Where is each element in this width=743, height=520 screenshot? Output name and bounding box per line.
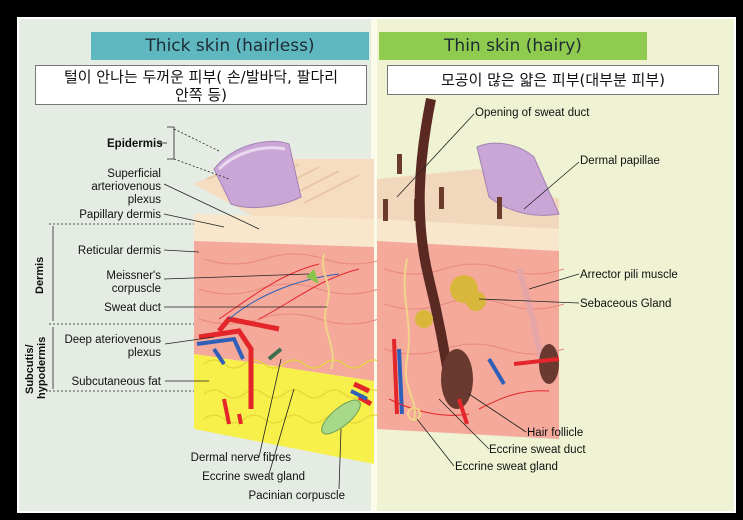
label-epidermis: Epidermis	[107, 138, 163, 150]
caption-thin-skin: 모공이 많은 얇은 피부(대부분 피부)	[387, 65, 719, 95]
skin-diagram: Epidermis Superficial arteriovenous plex…	[24, 98, 678, 502]
label-subcutis-2: hypodermis	[36, 337, 48, 399]
thin-skin-block	[377, 98, 565, 439]
label-deep-plexus-2: plexus	[128, 347, 161, 359]
label-sebaceous: Sebaceous Gland	[580, 298, 671, 310]
label-meissner-2: corpuscle	[112, 283, 161, 295]
label-superficial-2: arteriovenous	[91, 181, 161, 193]
label-eccrine-gland-right: Eccrine sweat gland	[455, 461, 558, 473]
label-superficial-1: Superficial	[107, 168, 161, 180]
thin-dermis	[377, 241, 559, 439]
label-opening-sweat-duct: Opening of sweat duct	[475, 107, 590, 119]
label-eccrine-gland-left: Eccrine sweat gland	[202, 471, 305, 483]
label-deep-plexus-1: Deep ateriovenous	[64, 334, 161, 346]
thick-epidermis-front	[194, 214, 374, 247]
label-dermis: Dermis	[34, 257, 46, 294]
meissner-corpuscle-shape	[306, 269, 319, 284]
label-reticular-dermis: Reticular dermis	[78, 245, 161, 257]
pacinian-corpuscle-shape	[321, 399, 361, 435]
label-papillary-dermis: Papillary dermis	[79, 209, 161, 221]
label-subcutaneous-fat: Subcutaneous fat	[71, 376, 161, 388]
figure-panel: Epidermis Superficial arteriovenous plex…	[17, 17, 736, 513]
label-subcutis-1: Subcutis/	[24, 344, 36, 394]
label-sweat-duct: Sweat duct	[104, 302, 162, 314]
caption-thick-skin: 털이 안나는 두꺼운 피부( 손/발바닥, 팔다리 안쪽 등)	[35, 65, 367, 105]
left-leader-lines	[49, 126, 342, 490]
label-meissner-1: Meissner's	[106, 270, 161, 282]
hair-follicle-shape	[441, 349, 473, 409]
caption-thick-line1: 털이 안나는 두꺼운 피부( 손/발바닥, 팔다리	[63, 68, 339, 86]
label-superficial-3: plexus	[128, 194, 161, 206]
label-dermal-nerve: Dermal nerve fibres	[191, 452, 292, 464]
label-dermal-papillae: Dermal papillae	[580, 155, 660, 167]
header-thin-skin: Thin skin (hairy)	[379, 32, 647, 60]
label-hair-follicle: Hair follicle	[527, 427, 583, 439]
thick-skin-block	[194, 141, 385, 464]
label-arrector-pili: Arrector pili muscle	[580, 269, 678, 281]
right-leader-lines	[396, 113, 580, 467]
header-thick-skin: Thick skin (hairless)	[91, 32, 369, 60]
thick-subcutaneous-fat	[194, 354, 374, 464]
label-pacinian: Pacinian corpuscle	[248, 490, 345, 502]
label-eccrine-duct: Eccrine sweat duct	[489, 444, 586, 456]
hair-shaft	[414, 98, 454, 380]
caption-thick-line2: 안쪽 등)	[174, 86, 228, 104]
